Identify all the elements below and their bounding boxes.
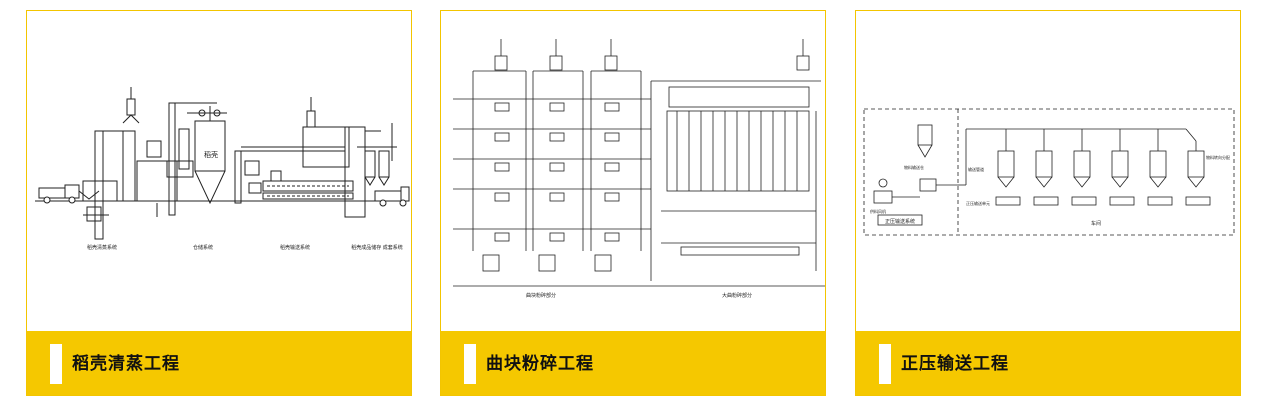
section-label-steaming: 稻壳清蒸系统 <box>87 244 117 251</box>
label-conveying-unit: 正压输送单元 <box>966 200 990 206</box>
label-pipe: 输送管道 <box>968 166 984 172</box>
card-title: 正压输送工程 <box>901 354 1009 374</box>
label-blower: 供料风机 <box>870 208 886 214</box>
section-label-koji-crushing: 曲块粉碎部分 <box>526 292 556 299</box>
accent-bar <box>879 344 891 384</box>
section-label-finished-storage: 稻壳成品储存 成套系统 <box>351 244 403 251</box>
project-card-koji-crushing[interactable]: 曲块粉碎部分 大曲粉碎部分 曲块粉碎工程 <box>440 10 826 396</box>
koji-crushing-diagram: 曲块粉碎部分 大曲粉碎部分 <box>441 11 825 331</box>
rice-husk-steaming-diagram: 稻壳 稻壳清蒸系统 仓储系统 稻壳输送系统 稻壳成品储存 成套系统 <box>27 11 411 331</box>
section-label-storage: 仓储系统 <box>193 244 213 251</box>
positive-pressure-diagram: 正压输送系统 物料输送仓 供料风机 正压输送单元 输送管道 车间 物料转向分配 <box>856 11 1240 331</box>
label-distribution: 物料转向分配 <box>1206 154 1230 160</box>
card-title: 曲块粉碎工程 <box>486 354 594 374</box>
label-feed-silo: 物料输送仓 <box>904 164 924 170</box>
section-label-conveying: 稻壳输送系统 <box>280 244 310 251</box>
card-footer: 曲块粉碎工程 <box>441 331 825 395</box>
section-label-daqu-crushing: 大曲粉碎部分 <box>722 292 752 299</box>
section-label-pressure-system: 正压输送系统 <box>885 218 915 225</box>
accent-bar <box>50 344 62 384</box>
section-label-workshop: 车间 <box>1091 220 1101 227</box>
project-card-rice-husk-steaming[interactable]: 稻壳 稻壳清蒸系统 仓储系统 稻壳输送系统 稻壳成品储存 成套系统 稻壳清蒸工程 <box>26 10 412 396</box>
silo-label: 稻壳 <box>204 150 218 159</box>
accent-bar <box>464 344 476 384</box>
project-card-positive-pressure-conveying[interactable]: 正压输送系统 物料输送仓 供料风机 正压输送单元 输送管道 车间 物料转向分配 … <box>855 10 1241 396</box>
card-title: 稻壳清蒸工程 <box>72 354 180 374</box>
card-footer: 稻壳清蒸工程 <box>27 331 411 395</box>
card-footer: 正压输送工程 <box>856 331 1240 395</box>
